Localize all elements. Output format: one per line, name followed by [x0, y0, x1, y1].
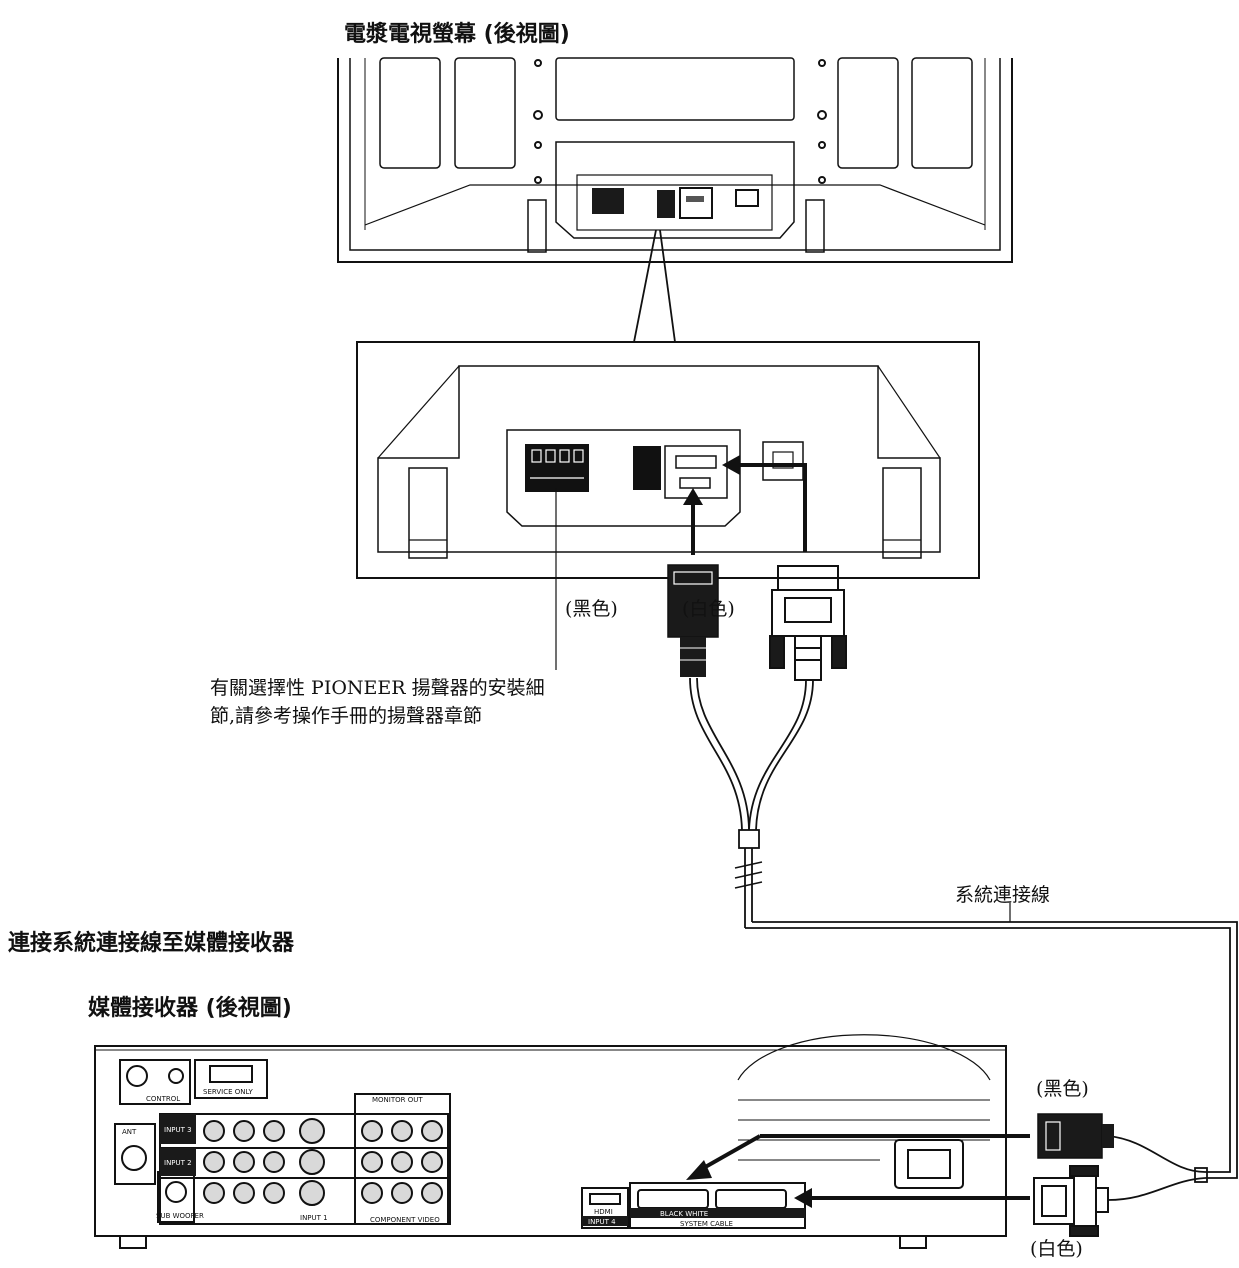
black-plug-right — [1037, 1113, 1114, 1159]
speaker-install-note-line1: 有關選擇性 PIONEER 揚聲器的安裝細 — [210, 677, 545, 699]
panel-component-video-label: COMPONENT VIDEO — [370, 1216, 440, 1224]
receiver-panel-text: CONTROL SERVICE ONLY INPUT 3 INPUT 2 INP… — [122, 1088, 733, 1228]
panel-input3-label: INPUT 3 — [164, 1126, 192, 1134]
system-cable-label: 系統連接線 — [955, 884, 1051, 906]
zoom-callout — [633, 229, 676, 343]
black-cable-tag-top: (黑色) — [565, 598, 618, 620]
panel-black-white-label: BLACK WHITE — [660, 1210, 708, 1218]
arrow-heads-bottom — [686, 1160, 812, 1208]
media-receiver-rear — [94, 1034, 1007, 1249]
speaker-terminals — [530, 449, 584, 479]
panel-service-only-label: SERVICE ONLY — [203, 1088, 253, 1096]
white-cable-tag-right: (白色) — [1030, 1238, 1083, 1260]
white-cable-tag-top: (白色) — [682, 598, 735, 620]
panel-hdmi-label: HDMI — [594, 1208, 613, 1216]
panel-ant-label: ANT — [122, 1128, 137, 1136]
panel-system-cable-label: SYSTEM CABLE — [680, 1220, 733, 1228]
system-cable-path — [689, 677, 1238, 1201]
panel-sub-woofer-label: SUB WOOFER — [156, 1212, 204, 1220]
receiver-label-bars — [160, 1114, 805, 1226]
arrow-heads-top — [683, 455, 740, 505]
white-plug-right — [1033, 1165, 1109, 1237]
monitor-rear-view — [337, 57, 1013, 263]
receiver-jacks — [203, 1118, 443, 1206]
panel-input2-label: INPUT 2 — [164, 1159, 192, 1167]
zoom-detail-box — [356, 341, 980, 579]
panel-control-label: CONTROL — [146, 1095, 180, 1103]
panel-input4-label: INPUT 4 — [588, 1218, 616, 1226]
white-plug-top — [769, 565, 847, 681]
cable-arrows-top — [691, 463, 807, 555]
panel-monitor-out-label: MONITOR OUT — [372, 1096, 423, 1104]
speaker-install-note: 有關選擇性 PIONEER 揚聲器的安裝細 節,請參考操作手冊的揚聲器章節 — [210, 674, 545, 730]
cable-ties — [734, 861, 763, 889]
cable-arrows-bottom — [699, 1134, 1030, 1200]
panel-input1-label: INPUT 1 — [300, 1214, 328, 1222]
receiver-rear-heading: 媒體接收器 (後視圖) — [88, 996, 292, 1021]
monitor-rear-heading: 電漿電視螢幕 (後視圖) — [344, 22, 570, 47]
black-plug-top — [667, 564, 719, 677]
speaker-install-note-line2: 節,請參考操作手冊的揚聲器章節 — [210, 705, 483, 727]
connect-instruction-heading: 連接系統連接線至媒體接收器 — [8, 931, 295, 956]
black-cable-tag-right: (黑色) — [1036, 1078, 1089, 1100]
